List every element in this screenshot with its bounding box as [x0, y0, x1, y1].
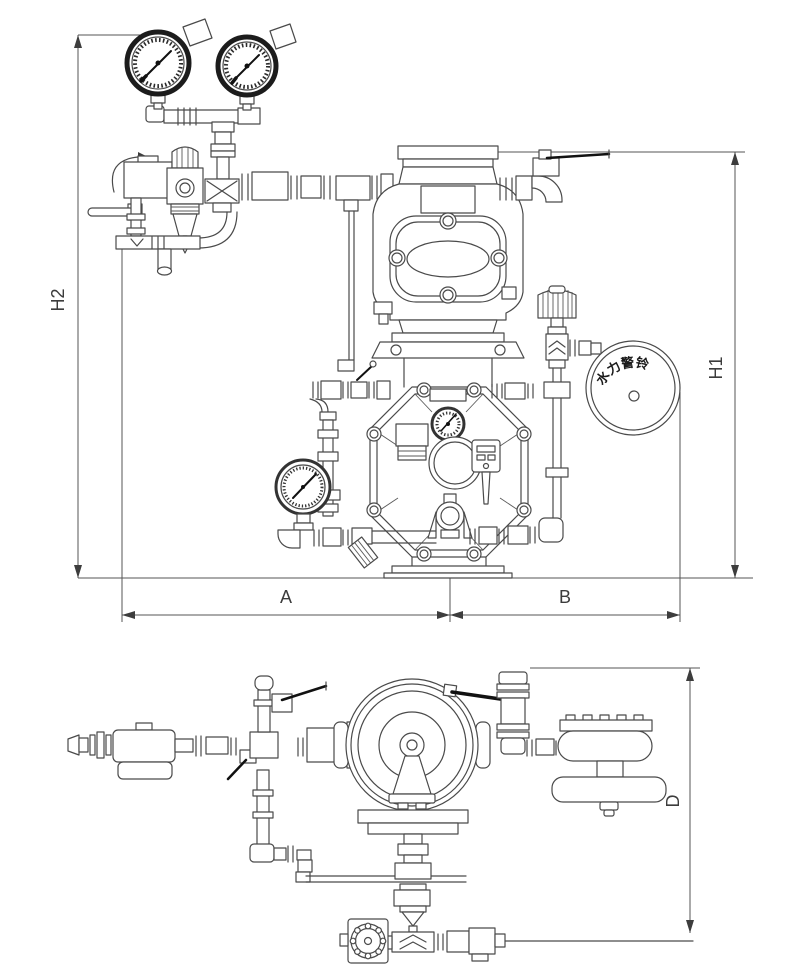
main-supply-pipe: [241, 171, 394, 212]
gong-disc-side: [551, 776, 667, 803]
deluge-actuator: [366, 382, 532, 579]
regulator-knob: [171, 146, 199, 169]
standpipe: [257, 689, 271, 733]
label-a: A: [280, 587, 292, 607]
pressure-gauge-left: [124, 18, 213, 110]
top-flange: [397, 145, 499, 160]
plan-right-train: [496, 671, 667, 817]
base-plate: [383, 572, 513, 579]
dimension-h2: H2: [48, 34, 140, 578]
nameplate: [420, 185, 476, 214]
label-h1: H1: [706, 356, 726, 379]
drain-manifold: [313, 517, 564, 569]
valve-lever: [545, 152, 611, 160]
label-h2: H2: [48, 288, 68, 311]
pipe-tee: [335, 175, 371, 201]
cover-bolts: [366, 382, 532, 562]
solenoid-block: [123, 161, 173, 199]
pipe-union: [251, 171, 289, 201]
test-valve: [350, 381, 368, 399]
label-b: B: [559, 587, 571, 607]
plan-valve-body: [333, 678, 513, 812]
angle-valve-handle: [226, 758, 248, 781]
alarm-riser: [491, 285, 602, 519]
alarm-gong: 水力警铃: [585, 340, 681, 436]
gauge-manifold-piping: [145, 105, 261, 249]
pressure-gauge-right: [215, 23, 297, 111]
plan-left-pipe-train: [67, 675, 356, 781]
drain-valve: [435, 501, 465, 531]
top-ball-valve: [499, 149, 611, 203]
pressure-gauge-lower: [274, 411, 341, 549]
gauge-tag: [269, 23, 297, 50]
plan-drain-piping: [249, 769, 694, 964]
plan-valve-lever: [450, 690, 509, 702]
filter-bowl: [172, 213, 198, 237]
solenoid-plan: [112, 729, 176, 763]
gong-housing: [585, 340, 681, 436]
label-plate: [471, 439, 501, 473]
plan-view: D: [67, 667, 700, 964]
mounting-flange: [371, 341, 525, 359]
regulator-body: [166, 167, 204, 205]
gong-hole: [628, 390, 640, 402]
solenoid-filter-regulator: [87, 146, 204, 276]
gong-bracket: [559, 719, 653, 732]
pilot-line: [309, 210, 391, 413]
label-d: D: [663, 795, 683, 808]
main-valve-body: [371, 145, 525, 388]
dimension-d: D: [530, 667, 700, 933]
front-view: H2 H1 A B: [48, 18, 753, 622]
handwheel: [537, 289, 577, 319]
drip-funnel: [347, 536, 379, 569]
dimension-a-b: A B: [121, 248, 681, 622]
gong-motor-side: [557, 730, 653, 762]
gauge-tag: [182, 18, 213, 47]
